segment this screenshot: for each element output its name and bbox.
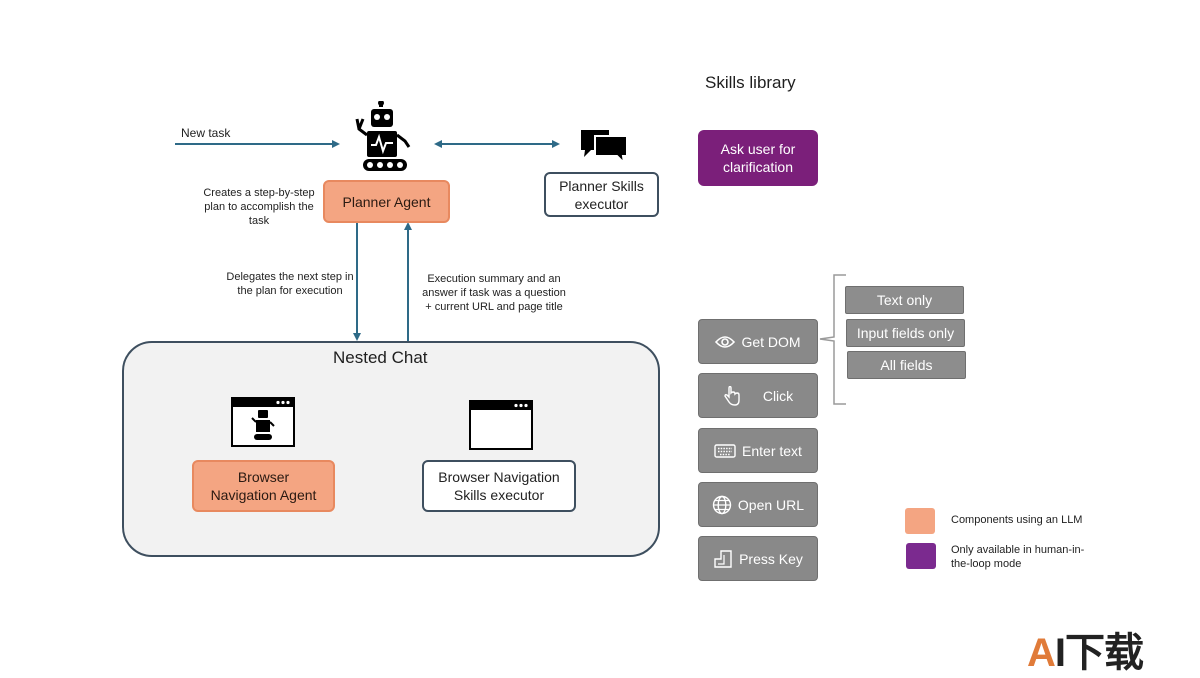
nested-chat-title: Nested Chat (333, 348, 428, 367)
ask-user-clarification-skill: Ask user for clarification (698, 130, 818, 186)
robot-icon (355, 101, 411, 171)
get-dom-option-all-fields: All fields (847, 351, 966, 379)
delegates-label: Delegates the next step in the plan for … (226, 271, 354, 297)
browser-navigation-agent-box: Browser Navigation Agent (192, 460, 335, 512)
skill-enter-text: Enter text (698, 428, 818, 473)
get-dom-option-text-only: Text only (845, 286, 964, 314)
skill-press-key-label: Press Key (739, 550, 803, 567)
skill-enter-text-label: Enter text (742, 442, 802, 459)
planner-skills-executor-box: Planner Skills executor (544, 172, 659, 217)
skill-open-url: Open URL (698, 482, 818, 527)
skill-press-key: Press Key (698, 536, 818, 581)
browser-robot-icon (231, 397, 295, 447)
planner-description: Creates a step-by-step plan to accomplis… (203, 187, 315, 227)
skill-get-dom-label: Get DOM (741, 333, 801, 350)
globe-icon (712, 495, 732, 514)
skill-open-url-label: Open URL (737, 496, 805, 513)
skills-library-title: Skills library (705, 73, 796, 92)
legend-hitl-swatch (906, 543, 936, 569)
watermark-logo: AI下载 (1027, 631, 1144, 675)
get-dom-bracket (819, 274, 846, 405)
eye-icon (715, 335, 736, 348)
skill-click-label: Click (762, 387, 794, 404)
legend-llm-label: Components using an LLM (951, 514, 1083, 526)
skill-get-dom: Get DOM (698, 319, 818, 364)
browser-window-icon (469, 400, 533, 450)
planner-agent-box: Planner Agent (323, 180, 450, 223)
execution-summary-label: Execution summary and an answer if task … (422, 273, 566, 313)
skill-click: Click (698, 373, 818, 418)
watermark-text: I下载 (1054, 631, 1144, 675)
pointer-hand-icon (724, 385, 740, 406)
get-dom-option-input-fields-only: Input fields only (846, 319, 965, 347)
nested-chat-container (122, 341, 660, 557)
new-task-label: New task (181, 126, 231, 140)
chat-bubbles-icon (581, 130, 628, 164)
key-icon (714, 549, 732, 568)
keyboard-icon (714, 443, 736, 458)
browser-navigation-skills-executor-box: Browser Navigation Skills executor (422, 460, 576, 512)
legend-hitl-label: Only available in human-in- the-loop mod… (951, 544, 1085, 570)
legend-llm-swatch (905, 508, 935, 534)
